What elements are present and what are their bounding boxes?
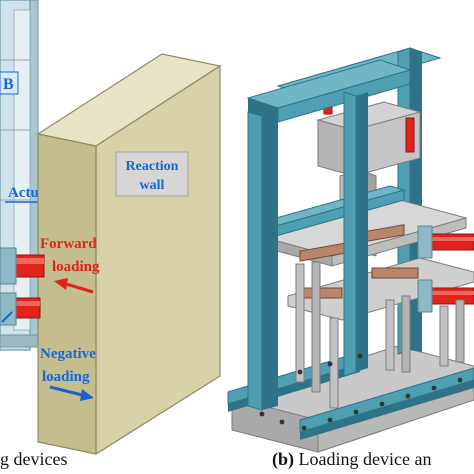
caption-right-tag: (b) <box>272 449 294 470</box>
right-rig <box>228 48 474 452</box>
caption-right-text: Loading device an <box>294 449 431 469</box>
caption-right: (b) Loading device an <box>272 449 431 470</box>
reaction-wall-label: Reaction wall <box>116 152 188 196</box>
reaction-wall-line2: wall <box>140 178 165 193</box>
negative-loading-line2: loading <box>42 369 90 385</box>
caption-left: g devices <box>0 449 67 469</box>
label-b: B <box>3 76 14 93</box>
label-box-b: B <box>0 72 18 94</box>
reaction-wall-line1: Reaction <box>126 159 179 174</box>
negative-loading-line1: Negative <box>40 346 96 362</box>
forward-loading-line2: loading <box>52 259 100 275</box>
reaction-wall <box>38 54 220 454</box>
forward-loading-line1: Forward <box>40 236 97 252</box>
